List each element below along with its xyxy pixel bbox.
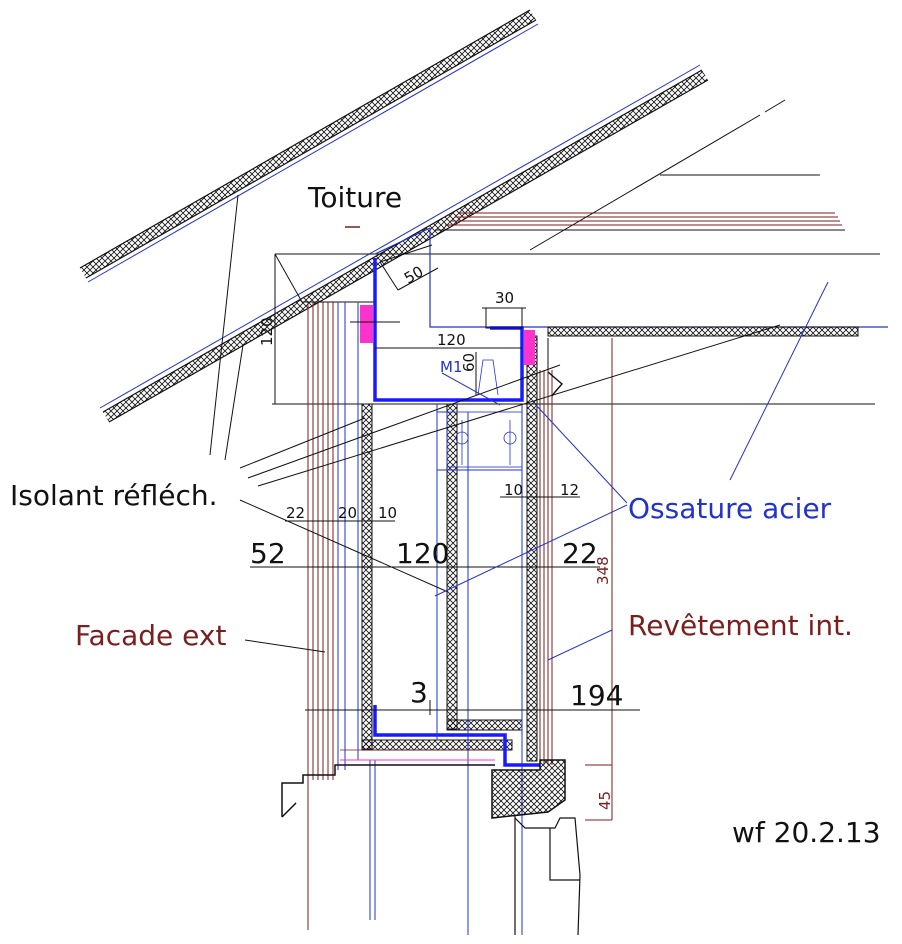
dim-50: 50 [401, 262, 427, 287]
dim-60: 60 [460, 353, 478, 372]
leader-lines-blue [434, 281, 829, 661]
membrane-strips [360, 305, 535, 365]
dim-120-top: 120 [437, 331, 466, 349]
ceiling-frame [374, 227, 888, 328]
dim-22a: 22 [286, 504, 305, 522]
dimension-lines [250, 244, 640, 715]
dim-120-mid: 120 [396, 537, 449, 570]
dim-30: 30 [495, 289, 514, 307]
exterior-facade-layers [307, 302, 334, 930]
dim-3: 3 [410, 676, 428, 709]
bracket-detail [446, 359, 523, 468]
ceiling-lines [445, 212, 842, 226]
dim-m1: M1 [440, 358, 463, 376]
dim-20: 20 [338, 504, 357, 522]
dim-10b: 10 [504, 481, 523, 499]
dim-22b: 22 [562, 537, 598, 570]
steel-frame-thin [436, 404, 523, 935]
leader-lines [209, 194, 781, 653]
ceiling-insulation [547, 326, 859, 337]
label-exterior-facade: Facade ext [75, 619, 226, 652]
bottom-sill [281, 764, 495, 818]
facade-blue-layers [337, 302, 376, 920]
label-reflective-insulation: Isolant réfléch. [10, 479, 218, 512]
label-interior-cladding: Revêtement int. [628, 609, 853, 642]
dim-52: 52 [250, 537, 286, 570]
dim-348: 348 [594, 556, 612, 585]
roof-lower-layer [99, 64, 709, 423]
dim-194: 194 [570, 679, 623, 712]
window-frame-block [491, 759, 581, 936]
label-roof: Toiture [307, 181, 402, 214]
ceiling-hook [547, 371, 563, 397]
dim-120-left: 120 [258, 317, 276, 346]
dim-10a: 10 [378, 504, 397, 522]
label-steel-frame: Ossature acier [628, 492, 832, 525]
signature: wf 20.2.13 [732, 816, 881, 849]
dim-45: 45 [596, 791, 614, 810]
roof-upper-layer [79, 9, 539, 283]
dim-12: 12 [560, 481, 579, 499]
